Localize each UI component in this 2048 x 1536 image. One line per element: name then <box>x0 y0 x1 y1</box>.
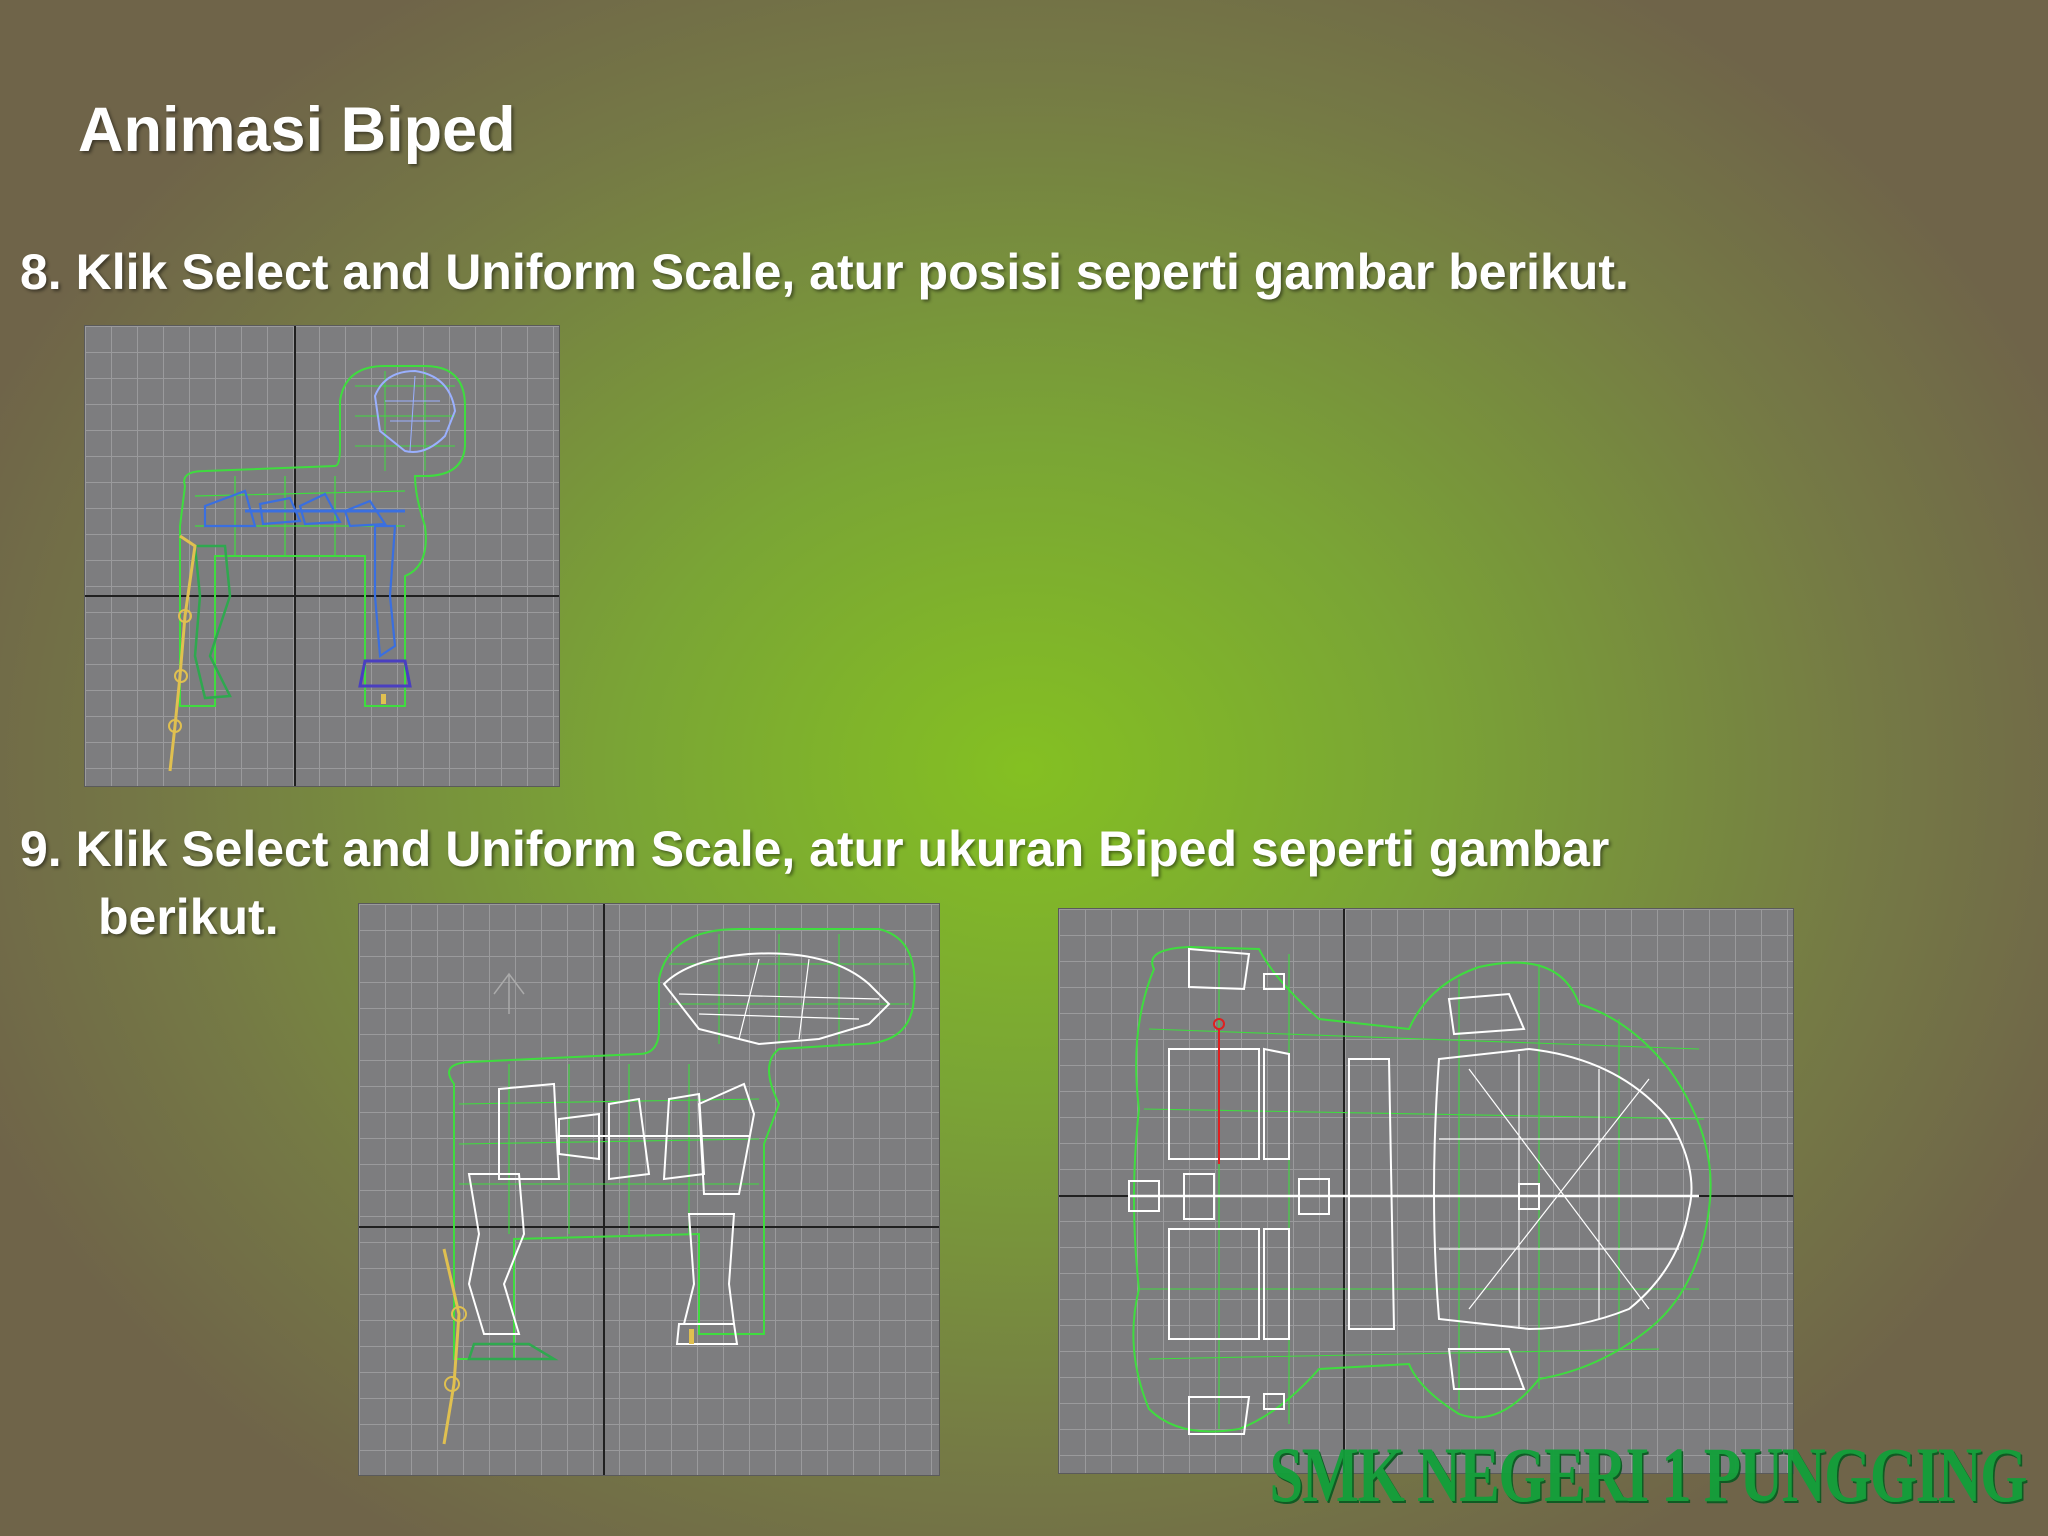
step-9-number: 9. <box>20 821 62 877</box>
biped-wireframe-side-large <box>359 904 939 1475</box>
step-9-text: Klik Select and Uniform Scale, atur ukur… <box>75 821 1610 877</box>
step-8-instruction: 8. Klik Select and Uniform Scale, atur p… <box>20 238 1629 306</box>
biped-wireframe-side-small <box>85 326 559 786</box>
biped-wireframe-top <box>1059 909 1793 1473</box>
step-9-line-1: 9. Klik Select and Uniform Scale, atur u… <box>20 815 1609 883</box>
step-9-instruction: 9. Klik Select and Uniform Scale, atur u… <box>20 815 1609 951</box>
step-8-text: Klik Select and Uniform Scale, atur posi… <box>75 244 1629 300</box>
slide-title: Animasi Biped <box>78 95 516 165</box>
viewport-step-8-side <box>84 325 560 787</box>
step-8-number: 8. <box>20 244 62 300</box>
viewport-step-9-side <box>358 903 940 1476</box>
step-9-line-2: berikut. <box>98 889 279 945</box>
viewport-step-9-top <box>1058 908 1794 1474</box>
school-watermark-logo: SMK NEGERI 1 PUNGGING <box>1269 1431 2027 1518</box>
